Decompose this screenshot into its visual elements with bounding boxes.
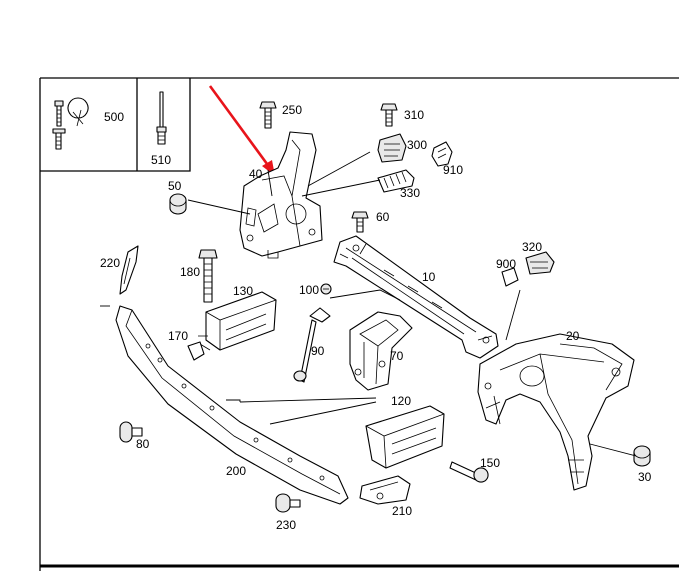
callout-510: 510: [151, 153, 171, 167]
bolt-250: [259, 101, 277, 129]
callout-50: 50: [168, 179, 182, 193]
callout-80: 80: [136, 437, 150, 451]
diagram-frame: [39, 77, 679, 571]
nut-50: [169, 193, 187, 215]
callout-910: 910: [443, 163, 463, 177]
callout-300: 300: [407, 138, 427, 152]
callout-labels: 500 510 250 310 300 910 330 40 50 60 220…: [100, 103, 652, 532]
bolt-230: [275, 493, 301, 513]
bolt-60: [351, 211, 369, 233]
clip-300: [377, 133, 407, 163]
part-900: [501, 267, 519, 287]
part-10-cross-member: [333, 235, 499, 359]
callout-320: 320: [522, 240, 542, 254]
leader-lines: [100, 151, 637, 457]
part-220: [119, 245, 139, 295]
part-200-bumper-beam: [115, 305, 349, 505]
callout-90: 90: [311, 344, 325, 358]
callout-10: 10: [422, 270, 436, 284]
part-170: [187, 341, 205, 361]
part-130-crash-box: [198, 291, 277, 351]
callout-60: 60: [376, 210, 390, 224]
callout-900: 900: [496, 257, 516, 271]
bolt-310: [380, 103, 398, 127]
bolt-80: [119, 421, 143, 443]
callout-30: 30: [638, 470, 652, 484]
rod-90: [293, 307, 331, 383]
part-40-bracket: [239, 131, 323, 259]
callout-150: 150: [480, 456, 500, 470]
callout-170: 170: [168, 329, 188, 343]
callout-210: 210: [392, 504, 412, 518]
callout-100: 100: [299, 283, 319, 297]
bolt-150: [449, 461, 489, 483]
nut-30: [633, 445, 651, 467]
part-70-bracket: [349, 311, 413, 391]
bolt-100: [320, 283, 332, 295]
callout-220: 220: [100, 256, 120, 270]
clip-330: [377, 169, 415, 193]
callout-130: 130: [233, 284, 253, 298]
callout-230: 230: [276, 518, 296, 532]
callout-70: 70: [390, 349, 404, 363]
part-210: [359, 475, 411, 505]
callout-180: 180: [180, 265, 200, 279]
callout-200: 200: [226, 464, 246, 478]
callout-330: 330: [400, 186, 420, 200]
callout-500: 500: [104, 110, 124, 124]
part-120-crash-box: [365, 405, 445, 469]
part-320: [525, 251, 555, 275]
rivet-510: [156, 91, 167, 145]
callout-120: 120: [391, 394, 411, 408]
screw-set-500: [52, 97, 89, 150]
clip-910: [431, 141, 453, 167]
highlight-arrow: [208, 85, 275, 176]
callout-20: 20: [566, 329, 580, 343]
callout-40: 40: [249, 167, 263, 181]
part-20-side-member: [477, 333, 635, 491]
callout-250: 250: [282, 103, 302, 117]
callout-310: 310: [404, 108, 424, 122]
bolt-180: [198, 249, 218, 303]
